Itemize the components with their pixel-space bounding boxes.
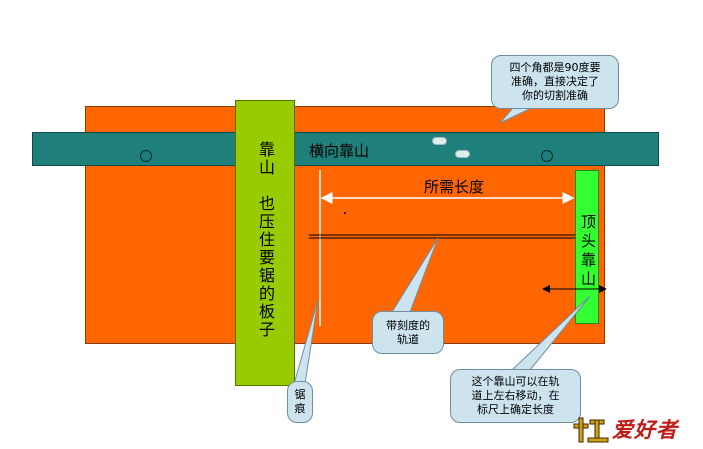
required-length-label: 所需长度 xyxy=(424,178,485,196)
stop-fence-label: 顶头靠山 xyxy=(579,214,597,290)
movable-stop-callout-tail xyxy=(510,295,591,371)
saw-kerf-callout-tail xyxy=(293,299,319,385)
rail-slot-upper xyxy=(432,137,447,145)
rail-hole-right xyxy=(541,150,553,162)
stray-dot xyxy=(344,212,346,214)
rail-hole-left xyxy=(140,150,152,162)
scale-track-callout: 带刻度的 轨道 xyxy=(372,311,444,354)
logo-text: 爱好者 xyxy=(612,417,678,442)
saw-kerf-callout: 锯 痕 xyxy=(287,381,313,423)
site-logo: 爱好者 xyxy=(572,414,694,444)
cross-rail xyxy=(32,132,659,166)
left-fence-label: 靠山 也压住要锯的板子 xyxy=(256,141,275,339)
left-fence xyxy=(235,100,295,386)
logo-emblem-icon xyxy=(573,417,609,443)
scale-track-callout-tail xyxy=(391,237,439,313)
corners-callout: 四个角都是90度要 准确，直接决定了 你的切割准确 xyxy=(491,55,619,109)
rail-slot-lower xyxy=(455,150,470,158)
cross-fence-label: 横向靠山 xyxy=(309,142,370,160)
movable-stop-callout: 这个靠山可以在轨 道上左右移动，在 标尺上确定长度 xyxy=(450,369,581,423)
